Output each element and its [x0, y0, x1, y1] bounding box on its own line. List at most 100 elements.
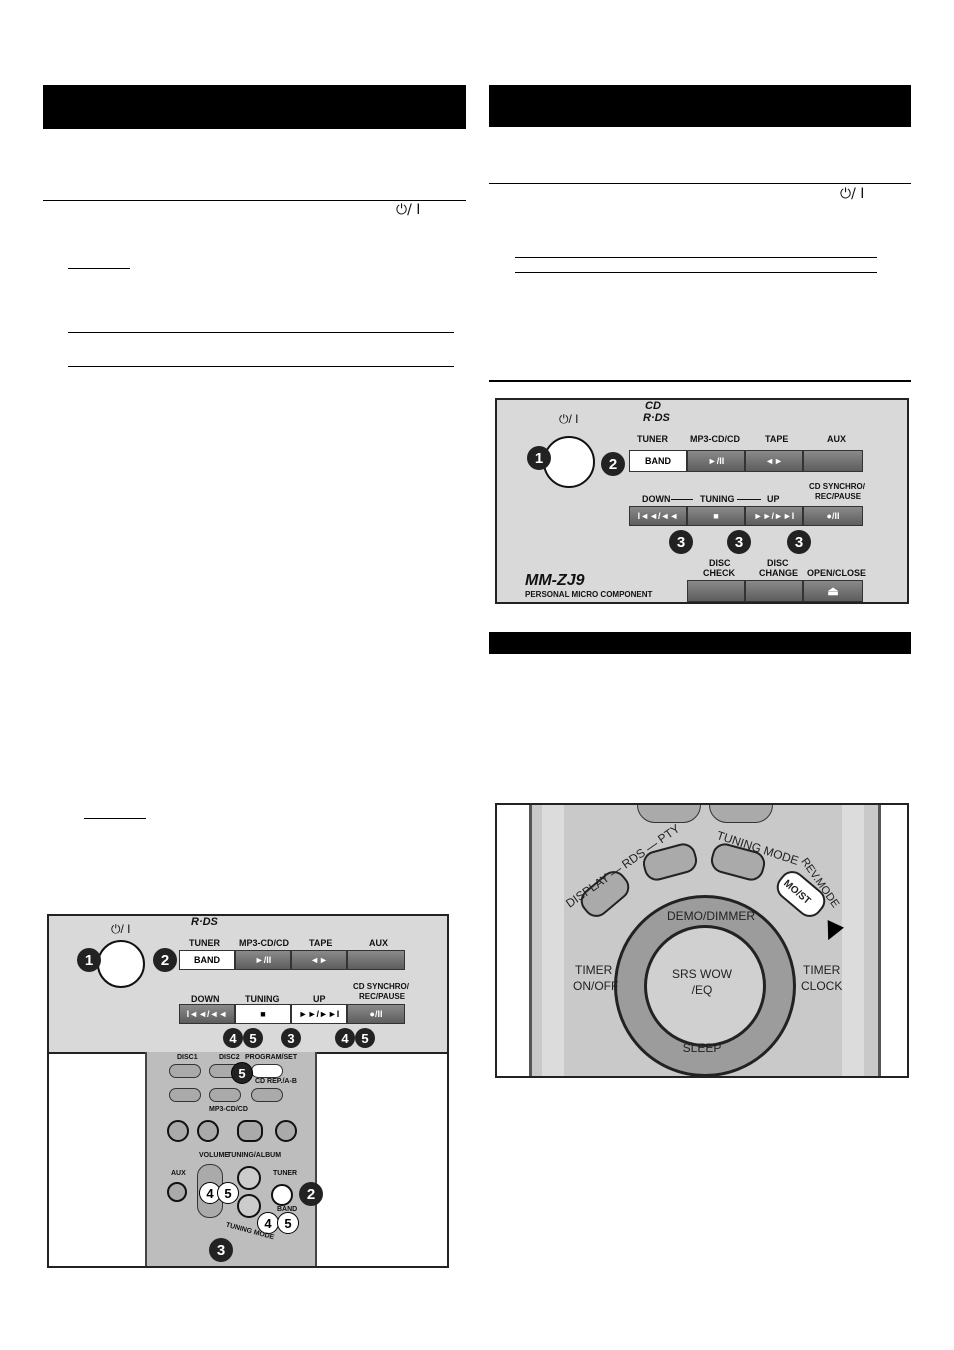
remote-disc2: DISC2	[219, 1054, 240, 1061]
remote-next[interactable]	[275, 1120, 297, 1142]
remote-cd-rep-button[interactable]	[251, 1088, 283, 1102]
tape-button[interactable]: ◄►	[745, 450, 803, 472]
tuning-label: TUNING	[245, 994, 280, 1004]
remote-disc1-button[interactable]	[169, 1064, 201, 1078]
callout-3a: 3	[669, 530, 693, 554]
right-divider-3	[515, 272, 877, 273]
right-divider-1	[489, 183, 911, 184]
callout-4a: 4	[223, 1028, 243, 1048]
band-button[interactable]: BAND	[629, 450, 687, 472]
down-label: DOWN	[642, 494, 671, 504]
mp3-label: MP3-CD/CD	[690, 434, 741, 444]
tuning-down-button[interactable]: I◄◄/◄◄	[179, 1004, 235, 1024]
mp3-label: MP3-CD/CD	[239, 938, 290, 948]
disc-check-button[interactable]	[687, 580, 745, 602]
cd-logo: CD	[645, 400, 661, 412]
remote-disc1: DISC1	[177, 1054, 198, 1061]
callout-2-remote: 2	[299, 1182, 323, 1206]
remote-play[interactable]	[237, 1120, 263, 1142]
disc-change-button[interactable]	[745, 580, 803, 602]
callout-4b: 4	[335, 1028, 355, 1048]
right-divider-4	[489, 380, 911, 382]
up-label: UP	[313, 994, 326, 1004]
front-panel-figure: ⏻/ I 1 CD R·DS TUNER MP3-CD/CD TAPE AUX …	[495, 398, 909, 604]
tape-button[interactable]: ◄►	[291, 950, 347, 970]
remote-cd-rep: CD REP./A-B	[255, 1078, 297, 1085]
left-divider-2	[68, 332, 454, 333]
remote-tuning-down[interactable]	[237, 1194, 261, 1218]
remote-tuner-band-button[interactable]	[271, 1184, 293, 1206]
tuning-up-button[interactable]: ►►/►►I	[291, 1004, 347, 1024]
remote-prev[interactable]	[167, 1120, 189, 1142]
power-label: ⏻/ I	[111, 922, 131, 936]
disc-change-label-2: CHANGE	[759, 568, 799, 578]
tuning-label: TUNING	[700, 494, 735, 504]
play-pause-button[interactable]: ►/II	[235, 950, 291, 970]
top-button-right[interactable]	[709, 805, 773, 823]
power-label: ⏻/ I	[559, 412, 579, 426]
stop-button[interactable]: ■	[687, 506, 745, 526]
left-header-bar	[43, 85, 466, 129]
sleep-label[interactable]: SLEEP	[682, 1041, 722, 1055]
callout-3c: 3	[787, 530, 811, 554]
down-label: DOWN	[191, 994, 220, 1004]
cd-synchro-label-1: CD SYNCHRO/	[809, 482, 866, 491]
remote-stop[interactable]	[197, 1120, 219, 1142]
tape-label: TAPE	[309, 938, 333, 948]
model-subtitle: PERSONAL MICRO COMPONENT	[525, 590, 653, 599]
remote-closeup-figure: DISPLAY — RDS — PTY TUNING MODE REV.MODE…	[495, 803, 909, 1078]
callout-3-remote: 3	[209, 1238, 233, 1262]
remote-tuning-up[interactable]	[237, 1166, 261, 1190]
remote-btn-b[interactable]	[209, 1088, 241, 1102]
disc-change-label-1: DISC	[767, 558, 789, 568]
timer-onoff-label-1: TIMER	[575, 963, 613, 977]
open-close-label: OPEN/CLOSE	[807, 568, 867, 578]
up-label: UP	[767, 494, 780, 504]
callout-3b: 3	[727, 530, 751, 554]
srs-wow-label-2[interactable]: /EQ	[691, 983, 713, 997]
power-symbol-text: ⏻/ I	[840, 186, 865, 202]
timer-clock-label-1: TIMER	[803, 963, 841, 977]
eject-button[interactable]: ⏏	[803, 580, 863, 602]
stop-button[interactable]: ■	[235, 1004, 291, 1024]
power-symbol-text: ⏻/ I	[396, 202, 421, 218]
remote-program-button[interactable]	[251, 1064, 283, 1078]
srs-wow-label-1[interactable]: SRS WOW	[672, 967, 732, 981]
rds-logo: R·DS	[643, 412, 670, 424]
play-pause-button[interactable]: ►/II	[687, 450, 745, 472]
callout-5b: 5	[355, 1028, 375, 1048]
aux-button[interactable]	[347, 950, 405, 970]
aux-label: AUX	[827, 434, 847, 444]
right-section-bar	[489, 632, 911, 654]
remote-side-strip-right	[842, 805, 864, 1076]
right-header-bar	[489, 85, 911, 127]
aux-label: AUX	[369, 938, 389, 948]
disc-check-label-1: DISC	[709, 558, 731, 568]
disc-check-label-2: CHECK	[703, 568, 736, 578]
rec-pause-button[interactable]: ●/II	[347, 1004, 405, 1024]
top-button-left[interactable]	[637, 805, 701, 823]
tuning-line-right	[737, 499, 761, 500]
tuning-down-button[interactable]: I◄◄/◄◄	[629, 506, 687, 526]
remote-tuner-band-label-2: BAND	[277, 1206, 298, 1213]
remote-tuner-band-label-1: TUNER	[273, 1170, 298, 1177]
tuner-label: TUNER	[637, 434, 668, 444]
band-button[interactable]: BAND	[179, 950, 235, 970]
demo-dimmer-label[interactable]: DEMO/DIMMER	[667, 909, 755, 923]
rec-pause-button[interactable]: ●/II	[803, 506, 863, 526]
callout-3: 3	[281, 1028, 301, 1048]
dpad-inner	[644, 925, 766, 1047]
timer-onoff-label-2: ON/OFF	[573, 979, 619, 993]
remote-btn-a[interactable]	[169, 1088, 201, 1102]
aux-button[interactable]	[803, 450, 863, 472]
left-divider-1	[43, 200, 466, 201]
front-panel-and-remote-figure: ⏻/ I R·DS 1 TUNER MP3-CD/CD TAPE AUX 2 B…	[47, 914, 449, 1268]
rds-logo: R·DS	[191, 916, 218, 928]
tuning-up-button[interactable]: ►►/►►I	[745, 506, 803, 526]
left-divider-3	[68, 366, 454, 367]
callout-1: 1	[527, 446, 551, 470]
model-name: MM-ZJ9	[525, 572, 585, 589]
remote-aux-button[interactable]	[167, 1182, 187, 1202]
power-button[interactable]	[97, 940, 145, 988]
power-button[interactable]	[543, 436, 595, 488]
